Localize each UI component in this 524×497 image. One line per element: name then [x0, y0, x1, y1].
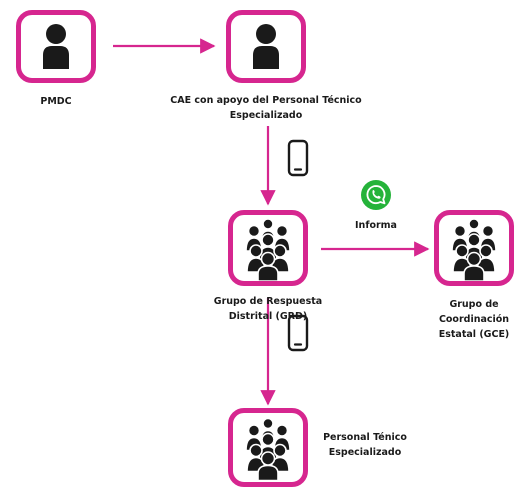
node-personal-tecnico: [228, 408, 308, 487]
label-personal-tecnico: Personal Ténico Especializado: [310, 430, 420, 460]
phone-icon: [287, 314, 309, 352]
label-cae-line1: CAE con apoyo del Personal Técnico: [170, 95, 362, 106]
label-pte-line2: Especializado: [328, 447, 402, 458]
label-informa: Informa: [355, 220, 397, 231]
label-grd-line2: Distrital (GRD): [228, 311, 308, 322]
label-gce-line1: Grupo de: [449, 299, 499, 310]
group-icon: [451, 218, 497, 281]
label-pte-line1: Personal Ténico: [323, 432, 407, 443]
label-pmdc: PMDC: [40, 96, 72, 107]
group-icon: [245, 417, 291, 482]
label-cae: CAE con apoyo del Personal Técnico Espec…: [156, 93, 376, 123]
person-icon: [253, 24, 279, 69]
node-grd: [228, 210, 308, 286]
node-cae: [226, 10, 306, 83]
label-gce: Grupo de Coordinación Estatal (GCE): [424, 297, 524, 342]
label-cae-line2: Especializado: [229, 110, 303, 121]
person-icon: [43, 24, 69, 69]
node-pmdc: [16, 10, 96, 83]
group-icon: [245, 218, 291, 281]
label-gce-line2: Coordinación: [438, 314, 510, 325]
label-gce-line3: Estatal (GCE): [438, 329, 510, 340]
phone-icon: [287, 139, 309, 177]
label-grd-line1: Grupo de Respuesta: [213, 296, 323, 307]
node-gce: [434, 210, 514, 286]
label-grd: Grupo de Respuesta Distrital (GRD): [188, 294, 348, 324]
whatsapp-icon: [361, 180, 391, 210]
